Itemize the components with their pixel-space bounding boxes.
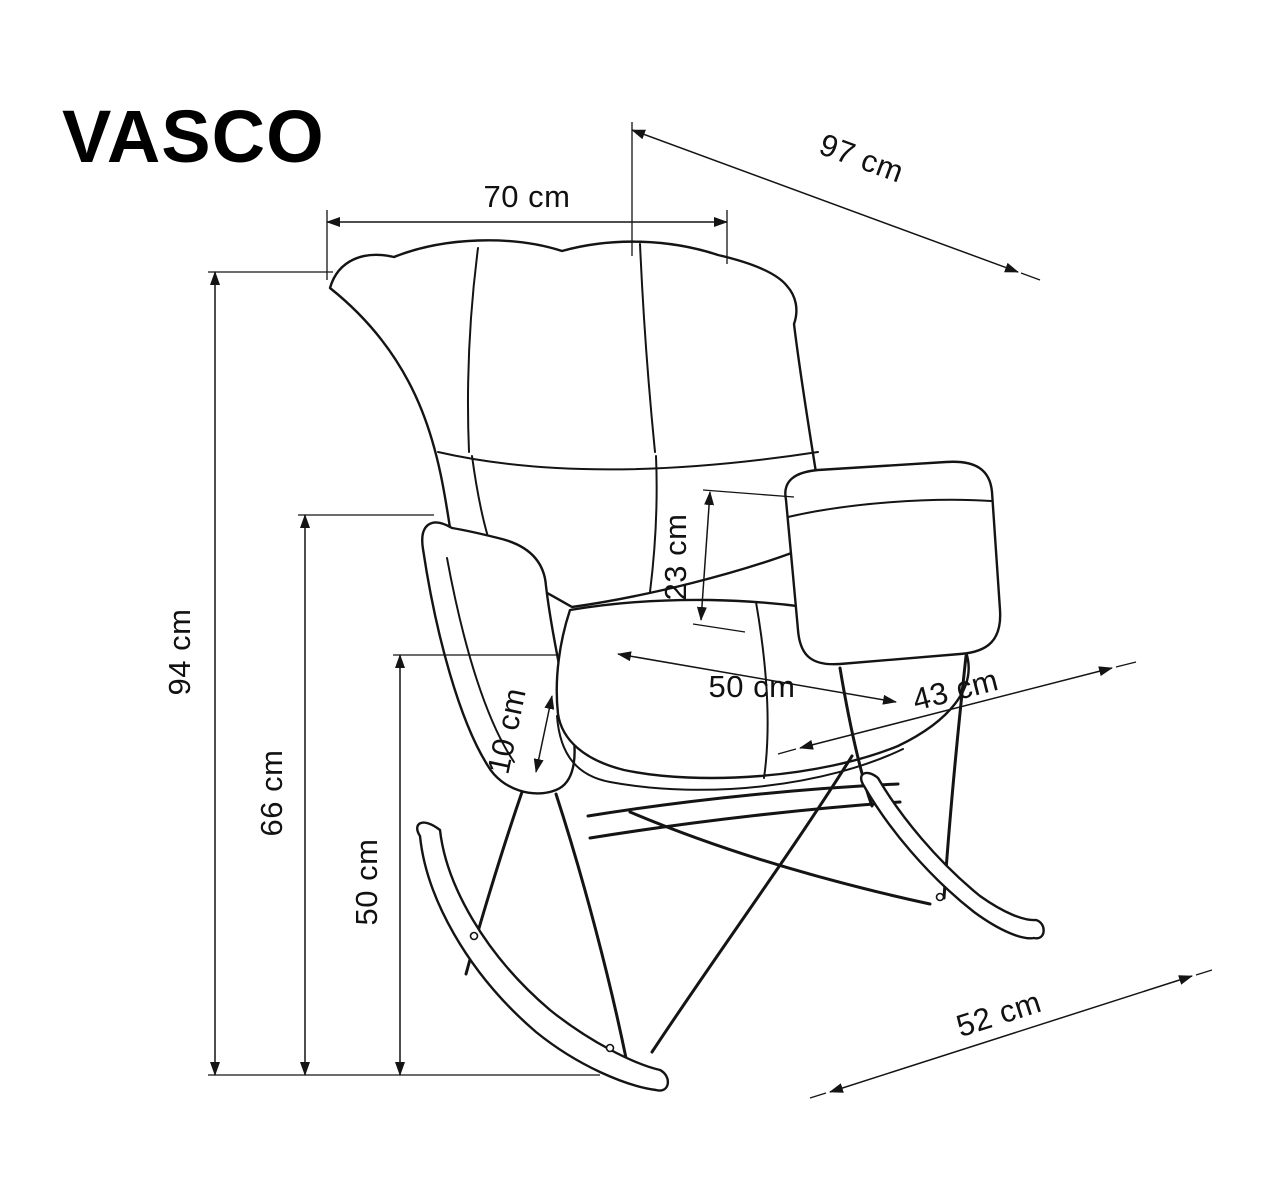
dimension-wing-height: 66 cm [254, 514, 434, 1076]
dimension-label-wing-height: 66 cm [254, 750, 289, 837]
rocker-right [859, 771, 1045, 940]
dimension-label-back-width: 70 cm [484, 179, 571, 214]
extension-line [692, 623, 746, 633]
dimension-total-height: 94 cm [162, 271, 600, 1076]
rocker-left [416, 821, 669, 1092]
dimension-line [533, 695, 555, 773]
dimension-label-seat-width: 50 cm [709, 669, 796, 704]
dimension-line [631, 129, 1019, 273]
dimension-seat-height: 50 cm [349, 654, 560, 1076]
product-title: VASCO [62, 95, 325, 178]
wing-seam [446, 557, 515, 763]
extension-line [1020, 272, 1041, 281]
extension-line [1195, 969, 1213, 976]
rocker-screw-left-rear [605, 1043, 615, 1053]
backrest-seam-horizontal [437, 451, 819, 471]
dimension-armrest-height: 23 cm [658, 489, 795, 633]
backrest-seam-right-lower [649, 455, 658, 593]
cross-brace-front [628, 810, 932, 906]
armrest-seam [787, 498, 992, 518]
leg-left-rear [554, 792, 628, 1060]
dimension-line [799, 666, 1113, 750]
armrest [784, 460, 1002, 666]
dimension-label-seat-height: 50 cm [349, 839, 384, 926]
rocker-screw-right [935, 892, 945, 902]
dimension-rocker-length: 52 cm [809, 969, 1213, 1099]
dimension-seat-width: 50 cm [617, 651, 897, 705]
cross-brace-rear [650, 754, 854, 1054]
extension-line [777, 748, 797, 755]
backrest [328, 239, 823, 609]
dimension-label-total-depth: 97 cm [815, 127, 909, 190]
dimension-label-rocker-length: 52 cm [952, 984, 1045, 1044]
stretcher-bar-lower [588, 800, 902, 840]
dimension-line [829, 975, 1193, 1093]
dimension-line [696, 491, 715, 621]
backrest-seam-left [467, 247, 479, 453]
extension-line [809, 1092, 827, 1099]
extension-line [702, 489, 795, 498]
rocker-screw-left-front [469, 931, 479, 941]
extension-line [1115, 661, 1137, 668]
dimension-label-armrest-height: 23 cm [658, 514, 693, 601]
dimension-label-total-height: 94 cm [162, 609, 197, 696]
